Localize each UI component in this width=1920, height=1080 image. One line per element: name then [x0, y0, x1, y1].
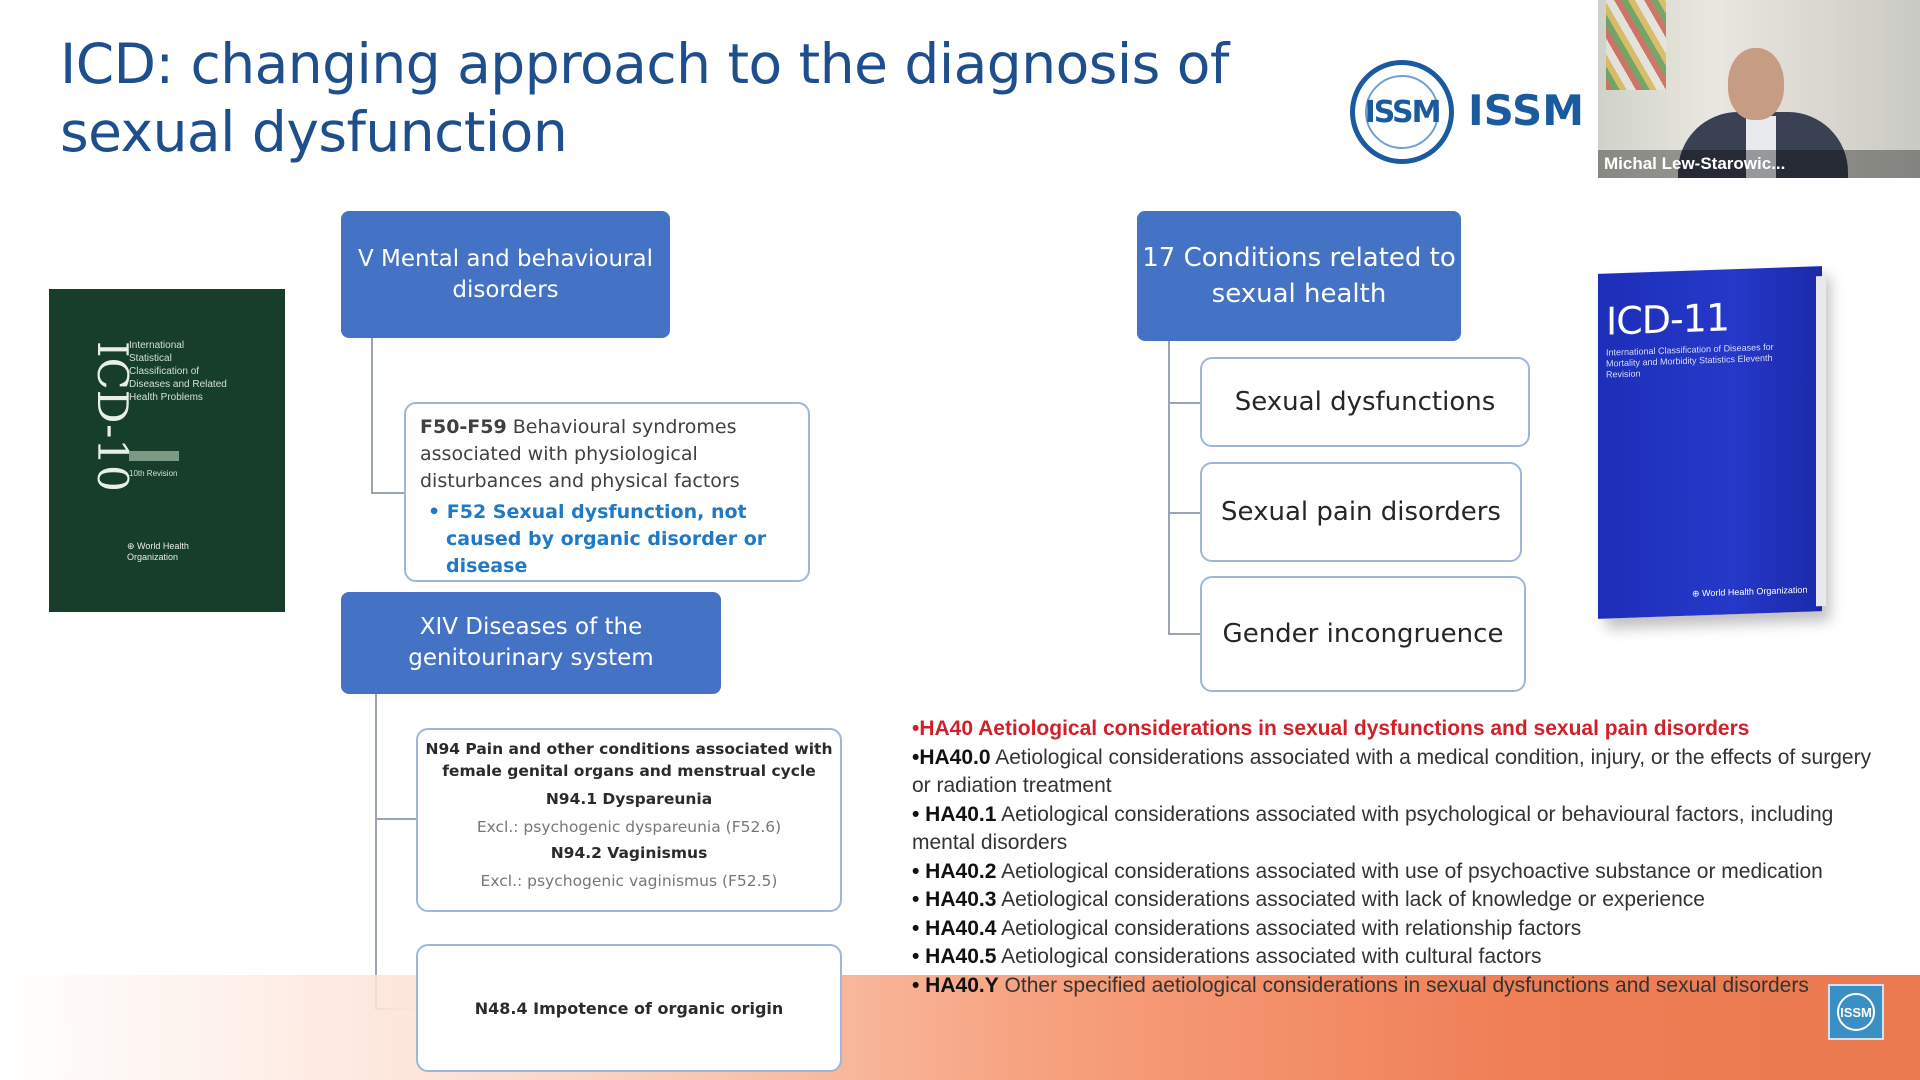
sexual-pain-disorders-box: Sexual pain disorders: [1200, 462, 1522, 562]
issm-mini-logo: ISSM: [1828, 984, 1884, 1040]
ha40-item: •HA40.0 Aetiological considerations asso…: [912, 744, 1872, 801]
connector-17-vertical: [1168, 341, 1170, 635]
n94-2-label: N94.2 Vaginismus: [550, 844, 708, 862]
ha40-item: • HA40.5 Aetiological considerations ass…: [912, 943, 1872, 972]
ha40-item: • HA40.Y Other specified aetiological co…: [912, 972, 1872, 1001]
ha40-item-text: Other specified aetiological considerati…: [998, 973, 1809, 997]
icd11-book-title: ICD-11: [1606, 295, 1730, 344]
ha40-item-text: Aetiological considerations associated w…: [996, 888, 1705, 911]
connector-17-horizontal-1: [1168, 402, 1200, 404]
chapter-xiv-header: XIV Diseases of the genitourinary system: [341, 592, 721, 694]
f50-f59-box: F50-F59 Behavioural syndromes associated…: [404, 402, 810, 582]
ha40-item-text: Aetiological considerations associated w…: [996, 916, 1582, 940]
webcam-video-tile[interactable]: Michal Lew-Starowic...: [1598, 0, 1920, 178]
ha40-item: • HA40.2 Aetiological considerations ass…: [912, 858, 1872, 887]
ha40-item: • HA40.3 Aetiological considerations ass…: [912, 886, 1872, 915]
f50-f59-code: F50-F59: [420, 416, 507, 438]
n94-2-exclusion: Excl.: psychogenic vaginismus (F52.5): [480, 872, 778, 890]
ha40-item-code: • HA40.3: [912, 888, 997, 911]
n94-heading: N94 Pain and other conditions associated…: [425, 740, 833, 780]
n94-1-exclusion: Excl.: psychogenic dyspareunia (F52.6): [476, 818, 782, 836]
issm-logo-emblem-text: ISSM: [1365, 75, 1441, 149]
ha40-item-text: Aetiological considerations associated w…: [912, 802, 1834, 855]
ha40-item: • HA40.4 Aetiological considerations ass…: [912, 915, 1872, 944]
connector-v-chapter-horizontal: [371, 492, 404, 494]
ha40-heading: •HA40 Aetiological considerations in sex…: [912, 717, 1750, 740]
icd10-book-title: ICD-10: [88, 341, 137, 492]
icd11-book-subtitle: International Classification of Diseases…: [1606, 341, 1774, 380]
slide-title: ICD: changing approach to the diagnosis …: [60, 32, 1229, 164]
ha40-list: •HA40 Aetiological considerations in sex…: [912, 715, 1872, 1000]
icd10-book-edition: 10th Revision: [129, 469, 178, 478]
n94-1-label: N94.1 Dyspareunia: [545, 790, 713, 808]
issm-logo-emblem: ISSM: [1350, 60, 1454, 164]
icd11-book-pages: [1816, 275, 1826, 607]
ha40-item-code: •HA40.0: [912, 745, 991, 769]
n48-4-box: N48.4 Impotence of organic origin: [416, 944, 842, 1072]
issm-mini-logo-text: ISSM: [1837, 993, 1875, 1031]
ha40-item-code: • HA40.2: [912, 859, 997, 883]
chapter-17-header: 17 Conditions related to sexual health: [1137, 211, 1461, 341]
participant-name-label: Michal Lew-Starowic...: [1598, 150, 1920, 178]
ha40-item-code: • HA40.1: [912, 802, 997, 826]
gender-incongruence-box: Gender incongruence: [1200, 576, 1526, 692]
f50-f59-text: Behavioural syndromes associated with ph…: [420, 416, 740, 492]
f50-f59-description: F50-F59 Behavioural syndromes associated…: [420, 414, 794, 495]
ha40-item-code: • HA40.5: [912, 945, 997, 968]
icd10-book-cover: ICD-10 International Statistical Classif…: [49, 289, 285, 612]
speaker-head: [1728, 48, 1784, 120]
connector-xiv-vertical: [375, 694, 377, 1010]
icd10-book-subtitle: International Statistical Classification…: [129, 340, 227, 403]
icd10-publisher-text: World Health Organization: [127, 541, 189, 562]
ha40-item: • HA40.1 Aetiological considerations ass…: [912, 801, 1872, 858]
connector-v-chapter-vertical: [371, 338, 373, 494]
connector-17-horizontal-2: [1168, 512, 1200, 514]
ha40-item-text: Aetiological considerations associated w…: [996, 945, 1542, 968]
bottom-gradient-band: [0, 975, 1920, 1080]
icd10-book-publisher: ⊕ World Health Organization: [127, 541, 217, 563]
chapter-v-header: V Mental and behavioural disorders: [341, 211, 670, 338]
who-emblem-icon: ⊕: [1692, 588, 1703, 599]
connector-17-horizontal-3: [1168, 633, 1200, 635]
ha40-item-text: Aetiological considerations associated w…: [912, 745, 1872, 798]
ha40-item-text: Aetiological considerations associated w…: [996, 859, 1823, 883]
connector-xiv-horizontal-1: [375, 818, 416, 820]
icd11-book-cover: ICD-11 International Classification of D…: [1598, 266, 1826, 619]
f52-bullet: • F52 Sexual dysfunction, not caused by …: [428, 501, 767, 577]
n94-box: N94 Pain and other conditions associated…: [416, 728, 842, 912]
icd11-publisher-text: World Health Organization: [1702, 584, 1808, 599]
who-emblem-icon: ⊕: [127, 541, 138, 551]
speaker-shirt: [1746, 116, 1776, 178]
icd10-book-band: [129, 451, 179, 461]
sexual-dysfunctions-box: Sexual dysfunctions: [1200, 357, 1530, 447]
ha40-item-code: • HA40.4: [912, 916, 997, 940]
webcam-background-decor: [1606, 0, 1666, 90]
ha40-item-code: • HA40.Y: [912, 973, 999, 997]
icd11-book-publisher: ⊕ World Health Organization: [1692, 584, 1812, 599]
